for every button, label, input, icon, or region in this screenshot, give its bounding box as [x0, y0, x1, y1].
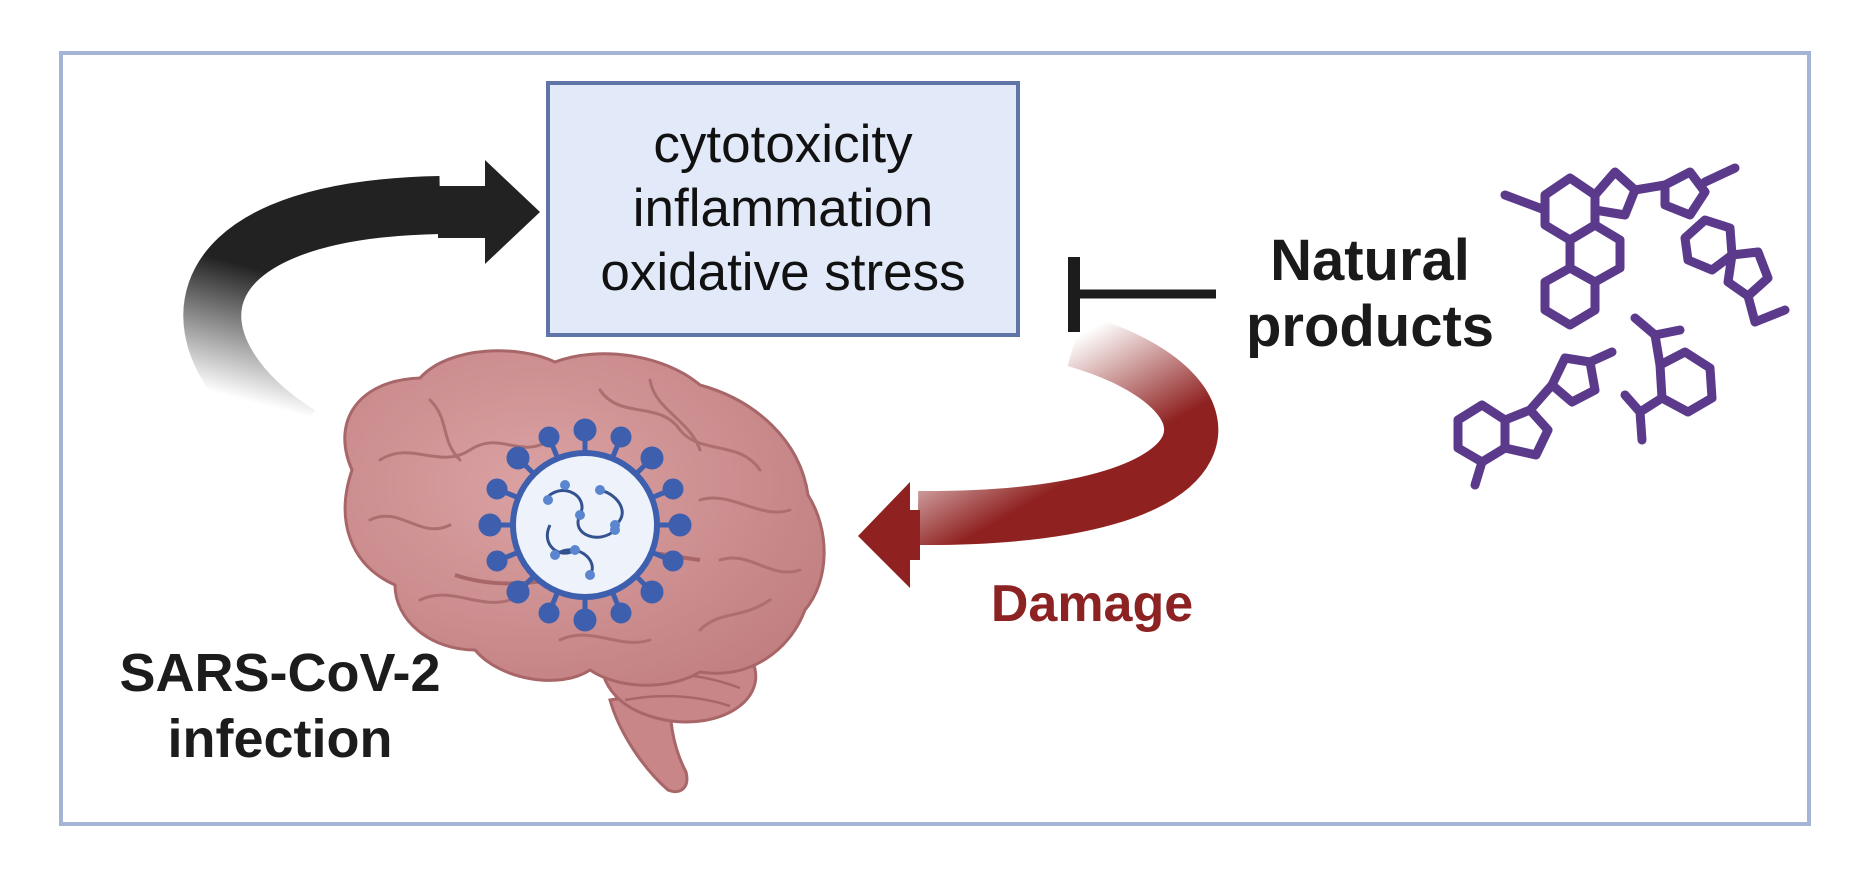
- natural-products-label: Natural products: [1220, 228, 1520, 360]
- damage-arrow: [858, 314, 1219, 588]
- natural-label-line1: Natural: [1270, 228, 1470, 293]
- inhibition-icon: [1068, 257, 1216, 332]
- molecule-icon: [1453, 163, 1790, 490]
- effect-inflammation: inflammation: [632, 179, 934, 238]
- effect-oxidative-stress: oxidative stress: [600, 243, 966, 302]
- diagram-frame: [59, 51, 1811, 826]
- infection-label-line2: infection: [167, 709, 393, 769]
- damage-label: Damage: [990, 575, 1194, 633]
- infection-label: SARS-CoV-2 infection: [100, 640, 460, 772]
- effects-box: cytotoxicity inflammation oxidative stre…: [546, 81, 1020, 337]
- effect-cytotoxicity: cytotoxicity: [653, 115, 913, 174]
- infection-label-line1: SARS-CoV-2: [119, 643, 441, 703]
- black-arrow: [183, 160, 540, 460]
- natural-label-line2: products: [1245, 294, 1495, 359]
- virus-icon: [478, 418, 692, 632]
